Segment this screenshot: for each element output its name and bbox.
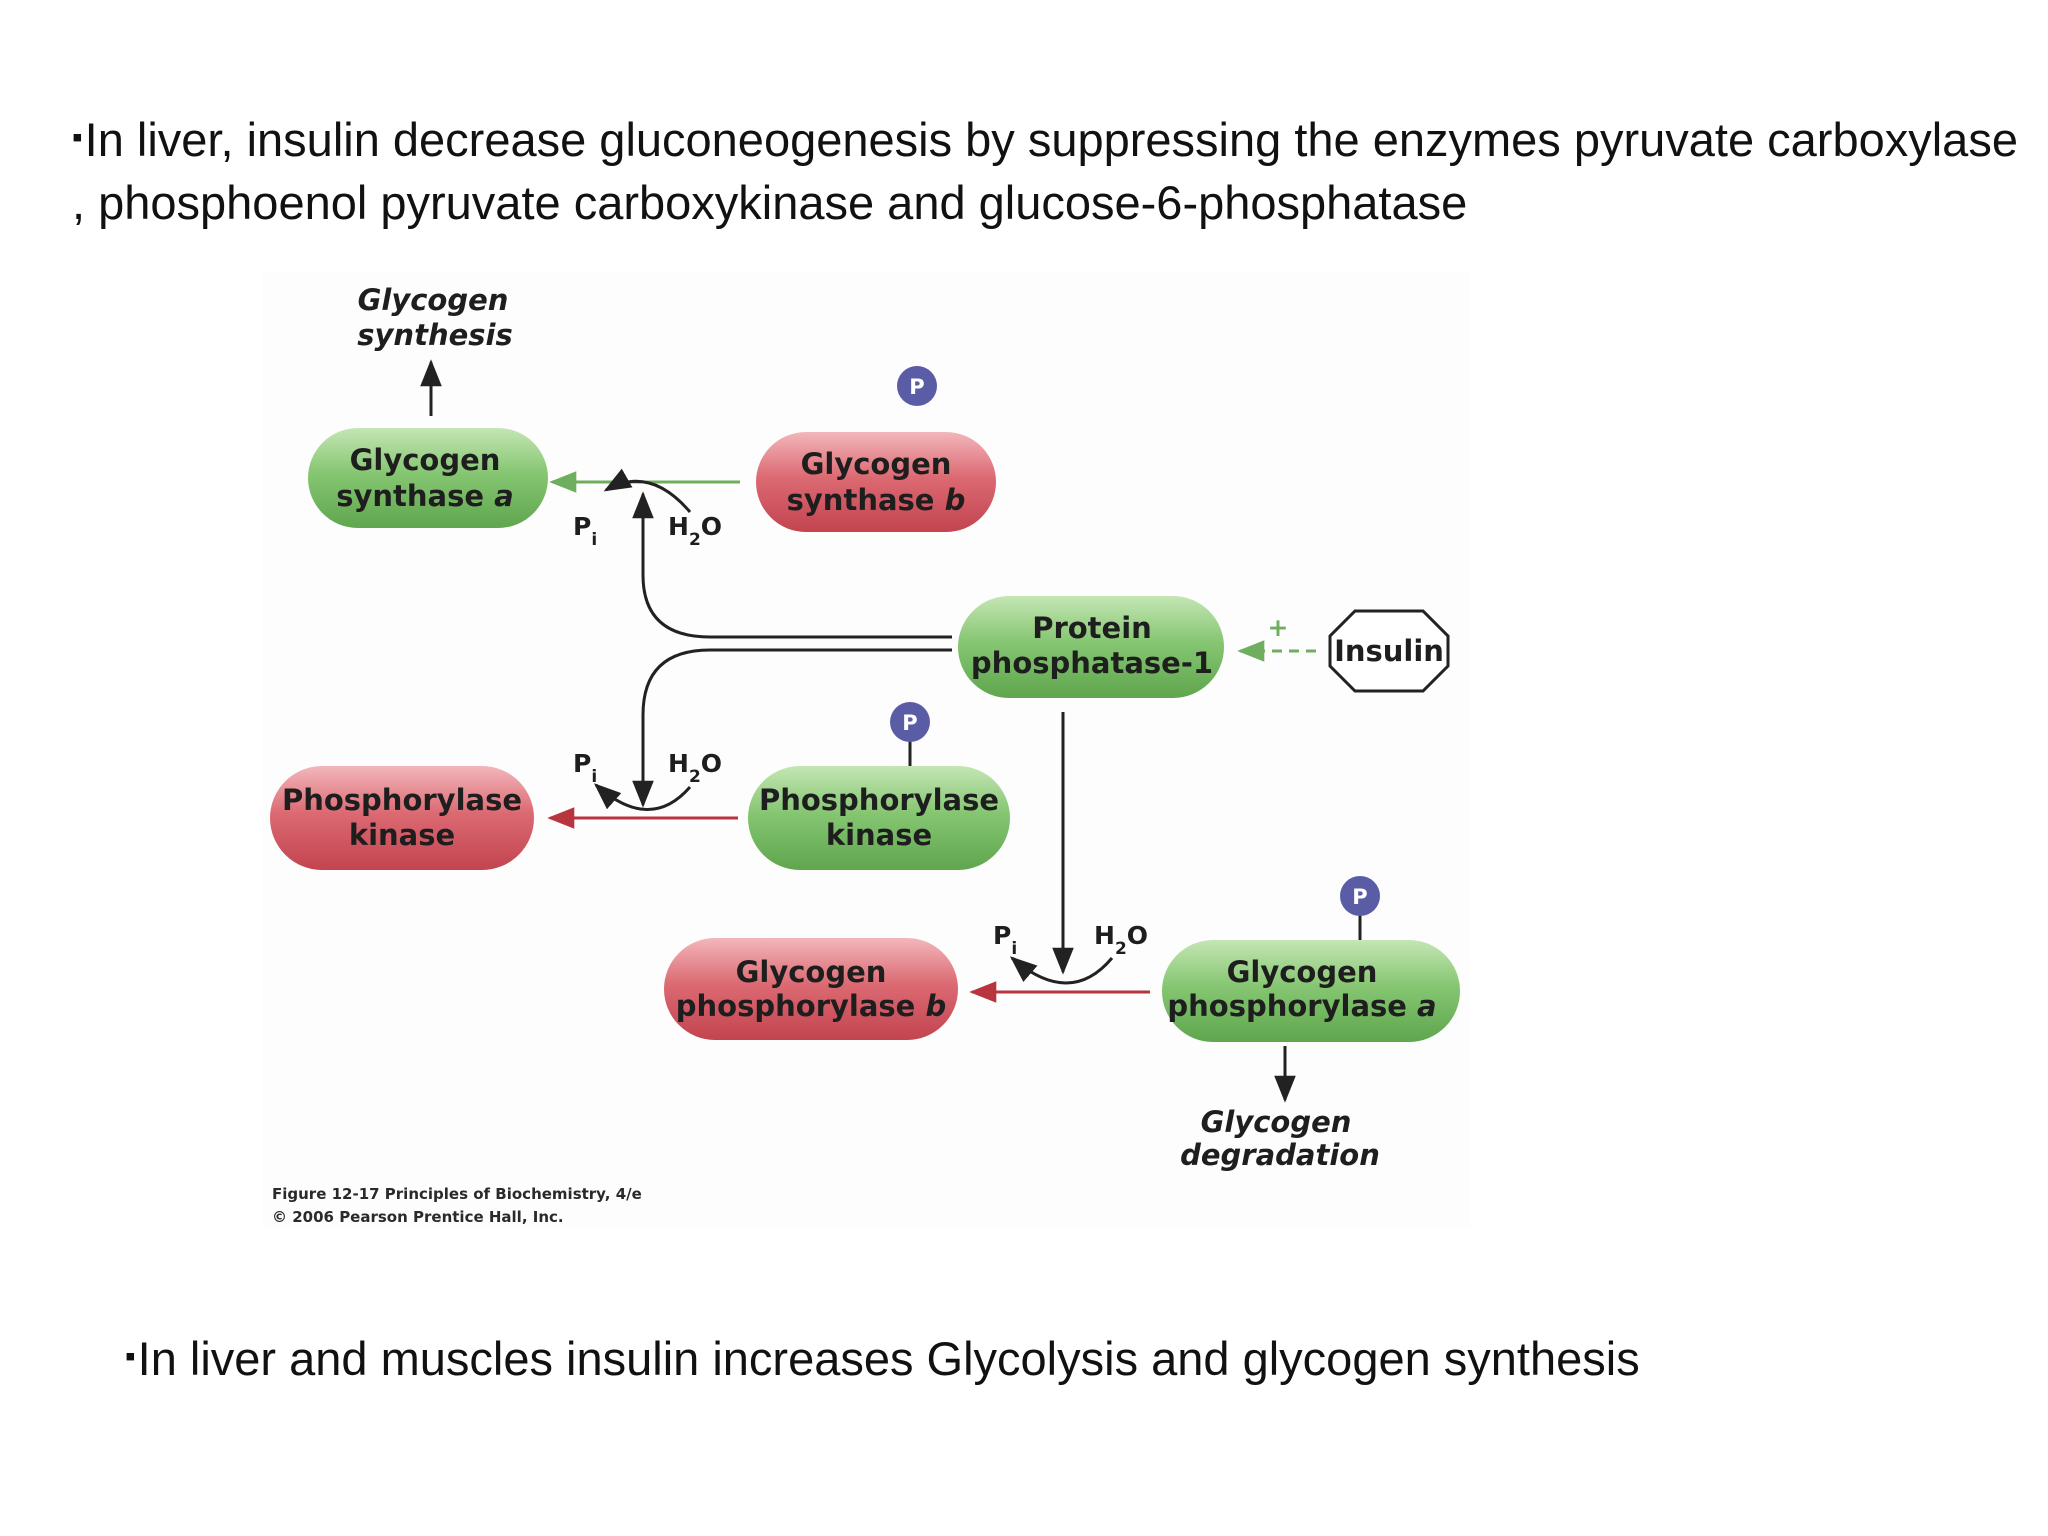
figure-caption-line-2: © 2006 Pearson Prentice Hall, Inc. <box>272 1208 564 1226</box>
water-label-middle: H2O <box>668 749 722 787</box>
outcome-glycogen-degradation: Glycogen degradation <box>1180 1105 1380 1172</box>
figure-caption-line-1: Figure 12-17 Principles of Biochemistry,… <box>272 1185 642 1203</box>
svg-text:Glycogen: Glycogen <box>358 283 509 317</box>
phosphate-badge-synthase-b: P <box>897 366 937 406</box>
node-glycogen-phosphorylase-b: Glycogen phosphorylase b <box>664 938 958 1040</box>
phosphorylase-reaction-curve <box>1009 956 1114 985</box>
svg-text:Insulin: Insulin <box>1334 634 1444 668</box>
synthase-reaction-curve <box>603 468 692 513</box>
bullet-marker: ▪ <box>125 1340 136 1373</box>
pi-label-bottom: Pi <box>993 921 1017 959</box>
svg-text:Phosphorylase: Phosphorylase <box>759 783 999 817</box>
activation-plus-sign: + <box>1268 613 1289 642</box>
svg-text:P: P <box>909 375 924 399</box>
pp1-to-kinase-reaction-arrow <box>632 648 952 808</box>
svg-text:Glycogen: Glycogen <box>1201 1105 1352 1139</box>
node-protein-phosphatase-1: Protein phosphatase-1 <box>958 596 1224 698</box>
svg-text:Glycogen: Glycogen <box>1227 955 1378 989</box>
pi-label-top: Pi <box>573 512 597 550</box>
svg-text:Phosphorylase: Phosphorylase <box>282 783 522 817</box>
node-glycogen-synthase-a: Glycogen synthase a <box>308 428 548 528</box>
svg-text:Glycogen: Glycogen <box>736 955 887 989</box>
node-glycogen-synthase-b: Glycogen synthase b <box>756 432 996 532</box>
bullet-marker: ▪ <box>72 121 83 154</box>
svg-text:Protein: Protein <box>1032 611 1152 645</box>
svg-text:P: P <box>1352 885 1367 909</box>
pp1-to-synthase-reaction-arrow <box>632 491 952 639</box>
node-glycogen-phosphorylase-a: Glycogen phosphorylase a <box>1162 940 1460 1042</box>
phosphate-badge-phosphorylase-a: P <box>1340 876 1380 940</box>
svg-text:Glycogen: Glycogen <box>350 443 501 477</box>
phosphate-badge-kinase: P <box>890 702 930 768</box>
bullet-2-text: In liver and muscles insulin increases G… <box>137 1332 1640 1385</box>
svg-text:degradation: degradation <box>1180 1138 1380 1172</box>
bullet-1-text: In liver, insulin decrease gluconeogenes… <box>72 113 2018 229</box>
svg-text:phosphatase-1: phosphatase-1 <box>971 646 1213 680</box>
bullet-text-gluconeogenesis: ▪In liver, insulin decrease gluconeogene… <box>72 106 2032 234</box>
svg-text:Glycogen: Glycogen <box>801 447 952 481</box>
svg-text:kinase: kinase <box>349 818 455 852</box>
node-insulin: Insulin <box>1328 609 1450 693</box>
outcome-glycogen-synthesis: Glycogen synthesis <box>357 283 512 352</box>
pi-label-middle: Pi <box>573 749 597 787</box>
figure-panel <box>262 272 1470 1228</box>
svg-text:synthase a: synthase a <box>336 479 514 513</box>
svg-text:synthase b: synthase b <box>787 483 966 517</box>
svg-text:phosphorylase a: phosphorylase a <box>1167 989 1436 1023</box>
water-label-top: H2O <box>668 512 722 550</box>
svg-text:synthesis: synthesis <box>357 318 512 352</box>
water-label-bottom: H2O <box>1094 921 1148 959</box>
svg-text:P: P <box>902 711 917 735</box>
svg-text:phosphorylase b: phosphorylase b <box>676 989 946 1023</box>
bullet-text-glycolysis: ▪In liver and muscles insulin increases … <box>125 1325 2025 1390</box>
kinase-reaction-curve <box>593 783 692 811</box>
node-phosphorylase-kinase-active: Phosphorylase kinase <box>748 766 1010 870</box>
svg-text:kinase: kinase <box>826 818 932 852</box>
node-phosphorylase-kinase-inactive: Phosphorylase kinase <box>270 766 534 870</box>
